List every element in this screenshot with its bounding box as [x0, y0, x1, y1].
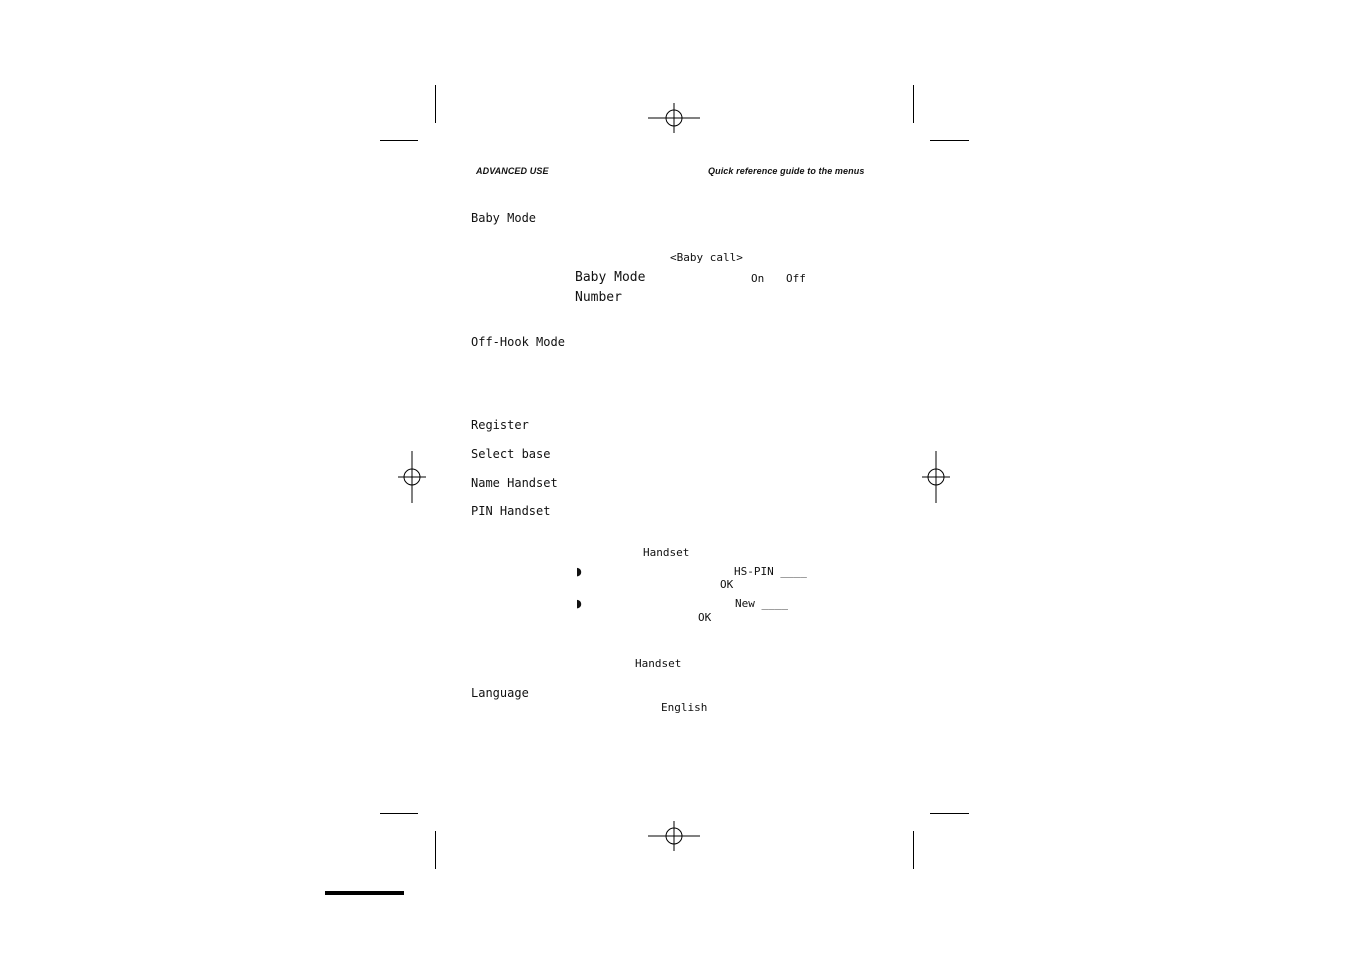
ok-display-2: OK [698, 611, 712, 624]
submenu-baby-mode: Baby Mode [575, 270, 646, 285]
menu-item-pin-handset: PIN Handset [471, 504, 551, 518]
menu-item-register: Register [471, 418, 529, 432]
registration-mark-bottom [648, 821, 700, 851]
language-english-display: English [661, 701, 708, 714]
handset-display-2: Handset [635, 657, 682, 670]
menu-item-select-base: Select base [471, 447, 551, 461]
menu-item-language: Language [471, 686, 529, 700]
baby-call-display: <Baby call> [670, 251, 743, 264]
registration-mark-top [648, 103, 700, 133]
option-on: On [751, 272, 765, 285]
footer-bar [325, 891, 404, 895]
menu-item-baby-mode: Baby Mode [471, 211, 537, 225]
menu-item-name-handset: Name Handset [471, 476, 558, 490]
option-off: Off [786, 272, 806, 285]
hs-pin-display: HS-PIN ____ [734, 565, 807, 578]
page-title: Quick reference guide to the menus [708, 166, 865, 176]
registration-mark-right [922, 451, 950, 503]
ok-display-1: OK [720, 578, 734, 591]
registration-mark-left [398, 451, 426, 503]
section-header: ADVANCED USE [476, 166, 549, 176]
bullet-icon: ◗ [576, 597, 582, 610]
new-pin-display: New ____ [735, 597, 788, 610]
bullet-icon: ◗ [576, 565, 582, 578]
handset-display-1: Handset [643, 546, 690, 559]
submenu-number: Number [575, 290, 622, 305]
menu-item-off-hook-mode: Off-Hook Mode [471, 335, 565, 349]
